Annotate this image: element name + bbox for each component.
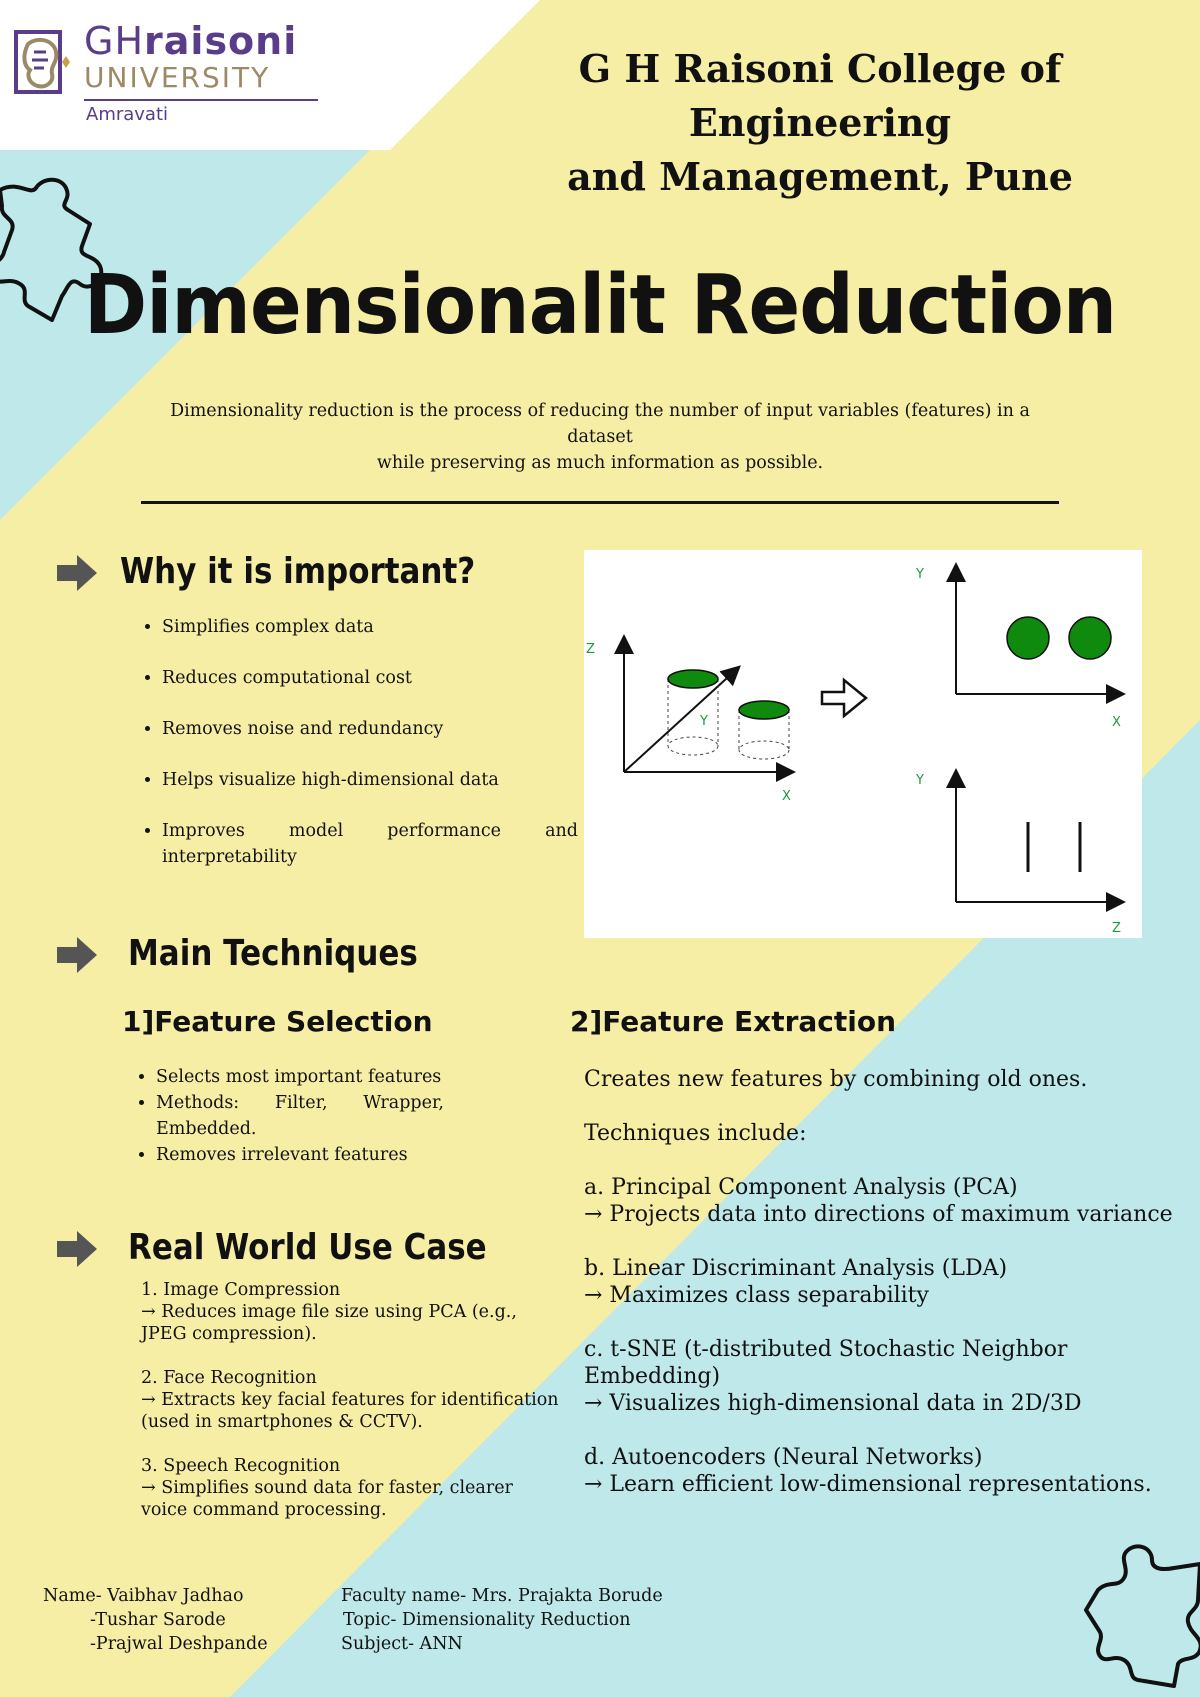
technique-desc: → Visualizes high-dimensional data in 2D… [584, 1391, 1082, 1416]
use-case-desc: → Extracts key facial features for ident… [141, 1390, 559, 1432]
axis-label-y: Y [915, 567, 924, 582]
logo-wordmark: GHraisoni [84, 19, 298, 63]
student-names: Name- Vaibhav Jadhao -Tushar Sarode -Pra… [43, 1584, 268, 1656]
list-item: Helps visualize high-dimensional data [162, 767, 578, 793]
college-name-line1: G H Raisoni College of Engineering [578, 46, 1062, 145]
technique-item: d. Autoencoders (Neural Networks) → Lear… [584, 1444, 1184, 1498]
feature-selection-list: Selects most important features Methods:… [134, 1064, 444, 1168]
techniques-label: Techniques include: [584, 1121, 807, 1146]
intro-text: Dimensionality reduction is the process … [140, 398, 1060, 476]
faculty-name: Faculty name- Mrs. Prajakta Borude [341, 1586, 663, 1606]
technique-desc: → Learn efficient low-dimensional repres… [584, 1472, 1152, 1497]
technique-desc: → Maximizes class separability [584, 1283, 929, 1308]
use-case-body: 1. Image Compression → Reduces image fil… [141, 1279, 561, 1543]
axis-label-y: Y [699, 714, 708, 729]
axis-label-x: X [782, 789, 791, 804]
technique-name: c. t-SNE (t-distributed Stochastic Neigh… [584, 1337, 1068, 1389]
axis-label-z: Z [1112, 921, 1121, 936]
2d-axes-top [946, 562, 1126, 704]
college-name-line2: and Management, Pune [567, 154, 1073, 199]
use-case-item: 1. Image Compression → Reduces image fil… [141, 1279, 561, 1345]
3d-axes [614, 634, 796, 782]
student-name: -Tushar Sarode [90, 1610, 226, 1630]
subject-name: Subject- ANN [341, 1634, 463, 1654]
techniques-heading: Main Techniques [128, 933, 418, 974]
feature-extraction-body: Creates new features by combining old on… [584, 1066, 1184, 1525]
why-heading: Why it is important? [120, 551, 476, 592]
technique-item: a. Principal Component Analysis (PCA) → … [584, 1174, 1184, 1228]
divider-line [141, 501, 1059, 504]
arrow-right-icon [57, 555, 97, 591]
why-list: Simplifies complex data Reduces computat… [140, 614, 578, 895]
logo-divider [84, 99, 318, 101]
intro-line: while preserving as much information as … [376, 453, 824, 473]
technique-name: a. Principal Component Analysis (PCA) [584, 1175, 1018, 1200]
axis-label-z: Z [586, 642, 595, 657]
intro-line: Dimensionality reduction is the process … [170, 401, 1030, 447]
university-logo-icon [14, 30, 70, 94]
puzzle-piece-icon [0, 177, 104, 322]
topic-name: Topic- Dimensionality Reduction [343, 1610, 631, 1630]
cylinder-shape [738, 700, 790, 760]
student-name: Name- Vaibhav Jadhao [43, 1586, 244, 1606]
use-case-title: 2. Face Recognition [141, 1368, 317, 1388]
puzzle-piece-icon [1084, 1544, 1200, 1688]
transform-arrow-icon [820, 677, 868, 719]
list-item: Selects most important features [156, 1064, 444, 1090]
feature-selection-heading: 1]Feature Selection [122, 1005, 433, 1038]
college-name: G H Raisoni College of Engineering and M… [480, 42, 1160, 204]
arrow-right-icon [57, 1231, 97, 1267]
course-info: Faculty name- Mrs. Prajakta Borude Topic… [341, 1584, 663, 1656]
axis-label-y: Y [915, 773, 924, 788]
arrow-right-icon [57, 937, 97, 973]
2d-axes-bottom [946, 768, 1126, 912]
list-item: Simplifies complex data [162, 614, 578, 640]
extraction-intro: Creates new features by combining old on… [584, 1067, 1088, 1092]
technique-item: b. Linear Discriminant Analysis (LDA) → … [584, 1255, 1184, 1309]
use-case-title: 1. Image Compression [141, 1280, 341, 1300]
logo-city-text: Amravati [86, 104, 169, 125]
feature-extraction-heading: 2]Feature Extraction [570, 1005, 897, 1038]
use-case-heading: Real World Use Case [128, 1227, 487, 1268]
use-case-title: 3. Speech Recognition [141, 1456, 341, 1476]
cylinder-shape [667, 669, 719, 756]
list-item: Reduces computational cost [162, 665, 578, 691]
logo-university-text: UNIVERSITY [84, 61, 271, 94]
technique-desc: → Projects data into directions of maxim… [584, 1202, 1173, 1227]
list-item: Removes noise and redundancy [162, 716, 578, 742]
technique-name: d. Autoencoders (Neural Networks) [584, 1445, 983, 1470]
axis-label-x: X [1112, 715, 1121, 730]
dimensionality-diagram: Z Y X Y X Y Z [584, 550, 1142, 938]
projected-disc [1068, 616, 1112, 660]
use-case-desc: → Simplifies sound data for faster, clea… [141, 1478, 513, 1520]
projected-disc [1006, 616, 1050, 660]
technique-item: c. t-SNE (t-distributed Stochastic Neigh… [584, 1336, 1184, 1417]
list-item: Removes irrelevant features [156, 1142, 444, 1168]
technique-name: b. Linear Discriminant Analysis (LDA) [584, 1256, 1008, 1281]
use-case-desc: → Reduces image file size using PCA (e.g… [141, 1302, 517, 1344]
use-case-item: 2. Face Recognition → Extracts key facia… [141, 1367, 561, 1433]
list-item: Improves model performance and interpret… [162, 818, 578, 870]
poster-title: Dimensionalit Reduction [83, 258, 1117, 353]
list-item: Methods: Filter, Wrapper, Embedded. [156, 1090, 444, 1142]
use-case-item: 3. Speech Recognition → Simplifies sound… [141, 1455, 561, 1521]
student-name: -Prajwal Deshpande [90, 1634, 268, 1654]
